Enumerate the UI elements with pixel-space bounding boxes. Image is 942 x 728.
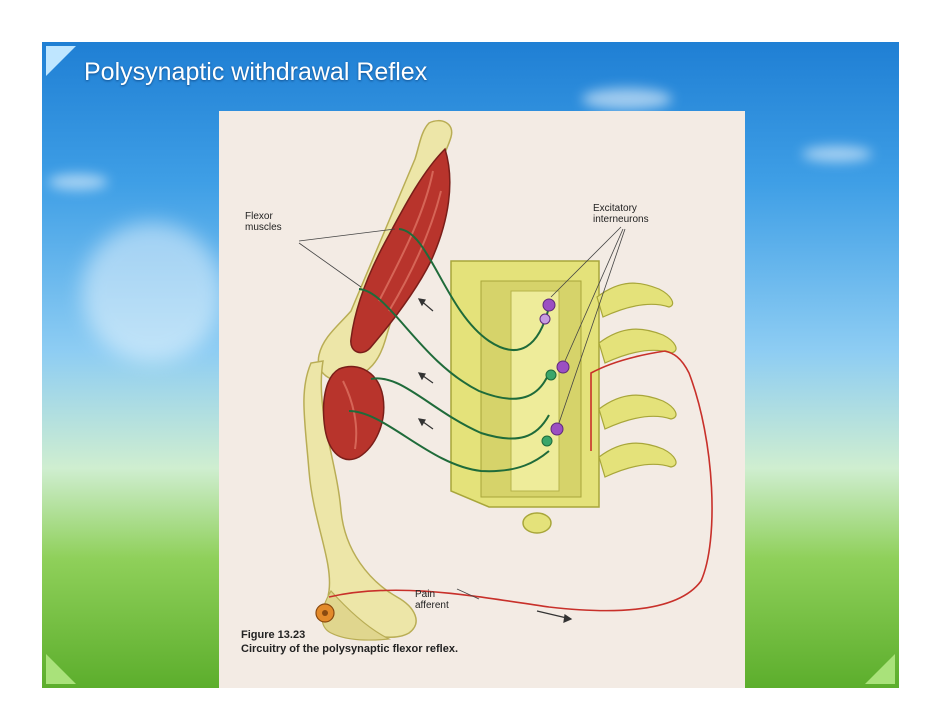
motor-nerves — [348, 228, 550, 473]
cloud-decoration — [802, 146, 872, 162]
dorsal-root-ganglia — [596, 282, 677, 478]
label-leader-lines — [298, 226, 626, 600]
cloud-decoration — [582, 88, 672, 110]
corner-triangle-top-left — [46, 46, 76, 76]
dandelion-decoration — [82, 222, 222, 362]
figure-caption-text: Circuitry of the polysynaptic flexor ref… — [241, 643, 459, 655]
pain-stimulus-icon — [315, 603, 335, 623]
label-pain-afferent: Pain afferent — [415, 589, 449, 611]
corner-triangle-bottom-left — [46, 654, 76, 684]
cloud-decoration — [48, 174, 108, 190]
figure-caption-number: Figure 13.23 — [241, 629, 306, 641]
direction-arrows — [417, 298, 573, 623]
spinal-cord — [450, 260, 600, 534]
calf-muscle — [322, 365, 385, 461]
figure-panel: Flexor muscles Excitatory interneurons P… — [219, 111, 745, 688]
label-excitatory-interneurons: Excitatory interneurons — [593, 203, 649, 225]
thigh-muscle — [350, 147, 451, 354]
pain-afferent-nerve — [328, 350, 713, 612]
slide-background: Polysynaptic withdrawal Reflex — [42, 42, 899, 688]
reflex-illustration — [298, 119, 713, 641]
label-flexor-muscles: Flexor muscles — [245, 211, 282, 233]
slide-title: Polysynaptic withdrawal Reflex — [84, 58, 428, 86]
corner-triangle-bottom-right — [865, 654, 895, 684]
interneurons — [539, 298, 570, 447]
